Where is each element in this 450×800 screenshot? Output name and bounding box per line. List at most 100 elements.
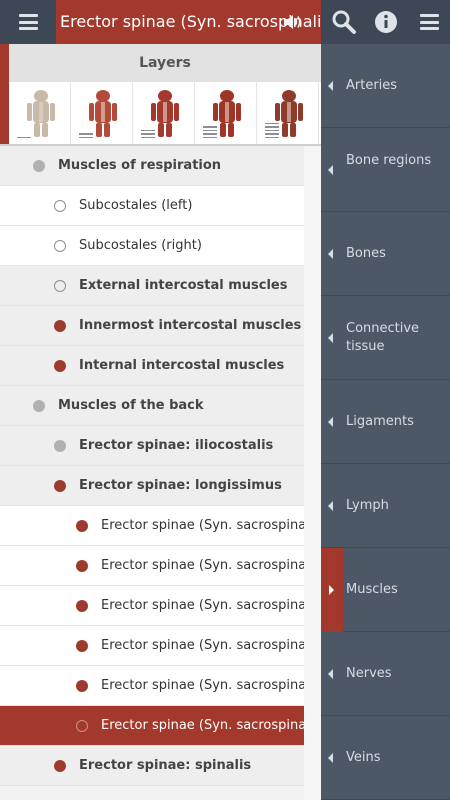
list-item[interactable]: Erector spinae (Syn. sacrospinalis) long… bbox=[0, 666, 304, 706]
list-item-label: Muscles of the back bbox=[58, 398, 204, 413]
chevron-left-icon bbox=[328, 333, 333, 343]
visibility-dot-icon[interactable] bbox=[76, 679, 88, 692]
list-item-label: Subcostales (right) bbox=[79, 238, 202, 253]
body-figure-icon bbox=[151, 90, 179, 137]
list-item[interactable]: Subcostales (left) bbox=[0, 186, 304, 226]
visibility-dot-icon[interactable] bbox=[54, 359, 66, 372]
body-figure-icon bbox=[213, 90, 241, 137]
sidebar-item-label: Muscles bbox=[346, 582, 398, 597]
info-button[interactable] bbox=[365, 0, 407, 44]
chevron-right-icon bbox=[329, 585, 334, 595]
visibility-dot-icon[interactable] bbox=[54, 279, 66, 292]
visibility-dot-icon[interactable] bbox=[54, 479, 66, 492]
sidebar-item-nerves[interactable]: Nerves bbox=[321, 632, 450, 716]
list-item[interactable]: Erector spinae (Syn. sacrospinalis) long… bbox=[0, 626, 304, 666]
list-item-label: Internal intercostal muscles bbox=[79, 358, 285, 373]
layer-depth-icon bbox=[17, 135, 31, 138]
visibility-dot-icon[interactable] bbox=[54, 199, 66, 212]
list-item[interactable]: External intercostal muscles bbox=[0, 266, 304, 306]
layer-thumbnail-skeleton[interactable] bbox=[9, 82, 71, 144]
sidebar-item-label: Lymph bbox=[346, 498, 389, 513]
sidebar-item-bones[interactable]: Bones bbox=[321, 212, 450, 296]
sidebar-item-arteries[interactable]: Arteries bbox=[321, 44, 450, 128]
visibility-dot-icon[interactable] bbox=[76, 519, 88, 532]
list-item[interactable]: Erector spinae: iliocostalis bbox=[0, 426, 304, 466]
sidebar-item-connective-tissue[interactable]: Connective tissue bbox=[321, 296, 450, 380]
visibility-dot-icon[interactable] bbox=[76, 559, 88, 572]
accent-bar bbox=[0, 44, 9, 144]
sidebar-item-label: Bones bbox=[346, 246, 386, 261]
list-scrollbar[interactable] bbox=[304, 146, 321, 800]
list-item-label: Muscles of respiration bbox=[58, 158, 222, 173]
hamburger-icon bbox=[18, 14, 38, 30]
visibility-dot-icon[interactable] bbox=[76, 639, 88, 652]
layers-menu-button[interactable] bbox=[408, 0, 450, 44]
list-item-label: Subcostales (left) bbox=[79, 198, 193, 213]
list-item-label: Erector spinae: longissimus bbox=[79, 478, 282, 493]
chevron-left-icon bbox=[328, 249, 333, 259]
visibility-dot-icon[interactable] bbox=[54, 439, 66, 452]
chevron-left-icon bbox=[328, 753, 333, 763]
list-item[interactable]: Muscles of the back bbox=[0, 386, 304, 426]
sidebar-item-veins[interactable]: Veins bbox=[321, 716, 450, 800]
list-item[interactable]: Innermost intercostal muscles bbox=[0, 306, 304, 346]
visibility-dot-icon[interactable] bbox=[54, 239, 66, 252]
top-bar: Erector spinae (Syn. sacrospinalis) long… bbox=[0, 0, 450, 44]
layers-header: Layers bbox=[9, 44, 321, 82]
sidebar-item-label: Nerves bbox=[346, 666, 392, 681]
layer-thumbnail-muscles[interactable] bbox=[133, 82, 195, 144]
body-figure-icon bbox=[89, 90, 117, 137]
list-item-selected[interactable]: Erector spinae (Syn. sacrospinalis) long… bbox=[0, 706, 304, 746]
sidebar-item-ligaments[interactable]: Ligaments bbox=[321, 380, 450, 464]
sidebar-item-bone-regions[interactable]: Bone regions bbox=[321, 128, 450, 212]
body-figure-icon bbox=[27, 90, 55, 137]
list-item-label: Erector spinae (Syn. sacrospinalis) long… bbox=[101, 558, 304, 573]
speaker-icon[interactable] bbox=[282, 13, 304, 31]
list-item-label: Erector spinae: spinalis bbox=[79, 758, 252, 773]
divider bbox=[0, 144, 321, 146]
list-item[interactable]: Erector spinae: longissimus bbox=[0, 466, 304, 506]
body-figure-icon bbox=[275, 90, 303, 137]
search-icon bbox=[332, 10, 356, 34]
list-item[interactable]: Subcostales (right) bbox=[0, 226, 304, 266]
list-item-label: Erector spinae (Syn. sacrospinalis) long… bbox=[101, 678, 304, 693]
sidebar-item-label: Arteries bbox=[346, 78, 398, 93]
layer-depth-icon bbox=[79, 131, 93, 138]
list-item[interactable]: Erector spinae (Syn. sacrospinalis) long… bbox=[0, 586, 304, 626]
chevron-left-icon bbox=[328, 501, 333, 511]
chevron-left-icon bbox=[328, 165, 333, 175]
visibility-dot-icon[interactable] bbox=[76, 599, 88, 612]
visibility-dot-icon[interactable] bbox=[54, 759, 66, 772]
chevron-left-icon bbox=[328, 669, 333, 679]
page-title: Erector spinae (Syn. sacrospinalis) long… bbox=[60, 12, 321, 31]
title-bar[interactable]: Erector spinae (Syn. sacrospinalis) long… bbox=[56, 0, 321, 44]
list-item[interactable]: Erector spinae (Syn. sacrospinalis) long… bbox=[0, 546, 304, 586]
list-item-label: External intercostal muscles bbox=[79, 278, 288, 293]
list-item[interactable]: Muscles of respiration bbox=[0, 146, 304, 186]
visibility-dot-icon[interactable] bbox=[54, 319, 66, 332]
sidebar-item-label: Bone regions bbox=[346, 153, 432, 168]
list-item[interactable]: Internal intercostal muscles bbox=[0, 346, 304, 386]
layer-depth-icon bbox=[265, 121, 279, 138]
sidebar-item-lymph[interactable]: Lymph bbox=[321, 464, 450, 548]
list-item-label: Erector spinae: iliocostalis bbox=[79, 438, 274, 453]
layer-thumbnail-deep-muscles[interactable] bbox=[71, 82, 133, 144]
chevron-left-icon bbox=[328, 417, 333, 427]
list-item[interactable]: Erector spinae (Syn. sacrospinalis) long… bbox=[0, 506, 304, 546]
list-item-label: Innermost intercostal muscles bbox=[79, 318, 302, 333]
layer-thumbnail-skin[interactable] bbox=[257, 82, 319, 144]
visibility-dot-icon[interactable] bbox=[33, 159, 45, 172]
search-button[interactable] bbox=[323, 0, 365, 44]
sidebar-item-muscles[interactable]: Muscles bbox=[321, 548, 450, 632]
main-menu-button[interactable] bbox=[0, 0, 56, 44]
list-item[interactable]: Erector spinae: spinalis bbox=[0, 746, 304, 786]
layer-thumbnails bbox=[9, 82, 321, 144]
list-item-label: Erector spinae (Syn. sacrospinalis) long… bbox=[101, 518, 304, 533]
visibility-dot-icon[interactable] bbox=[33, 399, 45, 412]
sidebar-item-label: Ligaments bbox=[346, 414, 414, 429]
layer-thumbnail-muscles-superficial[interactable] bbox=[195, 82, 257, 144]
visibility-dot-icon[interactable] bbox=[76, 719, 88, 732]
